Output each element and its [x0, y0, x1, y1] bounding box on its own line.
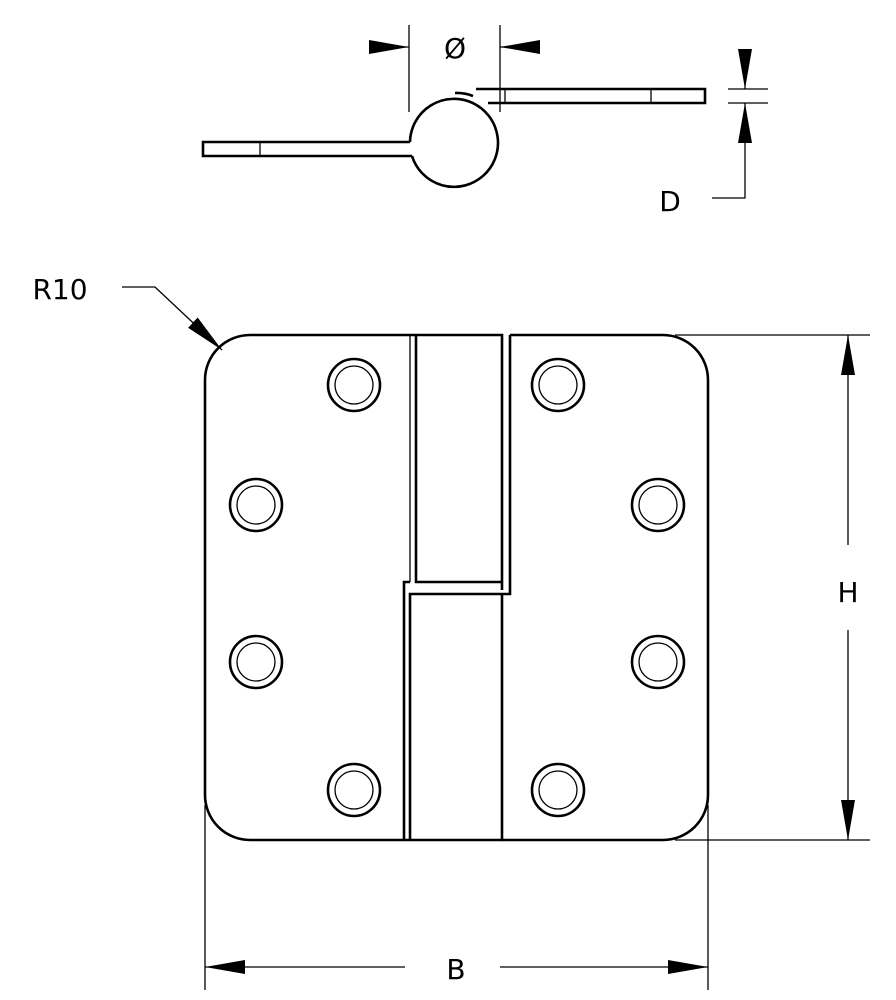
diameter-label: Ø [444, 32, 466, 65]
upper-knuckle [410, 333, 504, 590]
screw-hole [228, 477, 284, 533]
screw-hole [326, 357, 382, 413]
top-view [201, 87, 707, 189]
thickness-label: D [659, 185, 681, 218]
right-leaf [502, 333, 710, 842]
diameter-dimension: Ø [369, 25, 540, 112]
left-leaf [203, 333, 410, 842]
height-dimension: H [675, 334, 870, 841]
screw-hole [530, 357, 586, 413]
width-label: B [446, 953, 465, 986]
lower-knuckle [402, 335, 512, 842]
screw-holes [228, 357, 686, 818]
radius-callout: R10 [32, 273, 223, 351]
screw-hole [530, 762, 586, 818]
screw-hole [630, 634, 686, 690]
width-dimension: B [204, 805, 709, 990]
screw-hole [326, 762, 382, 818]
screw-hole [630, 477, 686, 533]
right-leaf-profile [476, 87, 707, 105]
thickness-dimension: D [659, 49, 768, 218]
screw-hole [228, 634, 284, 690]
radius-label: R10 [32, 273, 87, 306]
left-leaf-profile [201, 140, 412, 158]
height-label: H [837, 576, 858, 609]
front-view [203, 333, 710, 842]
knuckle-profile [408, 91, 500, 189]
